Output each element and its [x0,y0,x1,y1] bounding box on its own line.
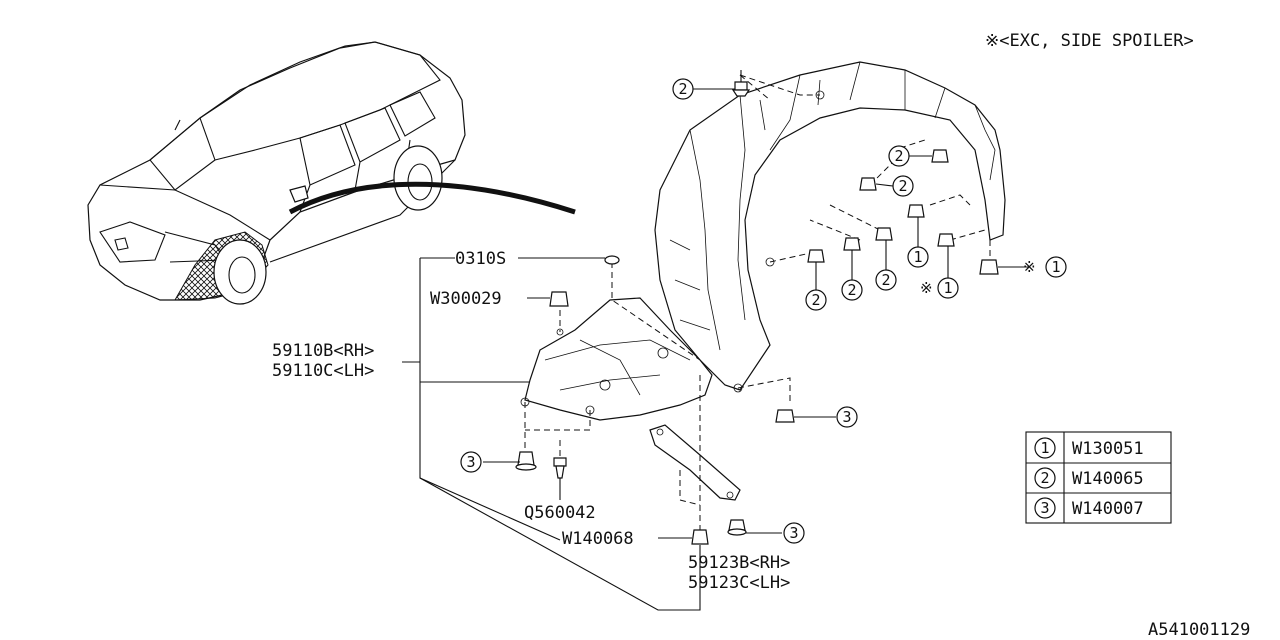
clip-1-b [937,233,955,247]
svg-text:2: 2 [894,147,903,165]
washer-0310s [604,255,620,265]
legend-row-2: 2 W140065 [1034,467,1144,489]
svg-text:1: 1 [943,279,952,297]
clip-top [731,70,751,97]
bolt-3-left [515,451,537,471]
callout-2-top: 2 [672,78,694,100]
svg-text:※: ※ [920,279,933,297]
svg-text:2: 2 [898,177,907,195]
nut-w300029 [549,291,569,307]
callout-1-c-note: ※ 1 [1023,256,1067,278]
vehicle-illustration [87,41,466,305]
clip-1-c [979,259,999,275]
clip-2-c [875,227,893,241]
callout-2-a: 2 [805,289,827,311]
label-59110c: 59110C<LH> [272,361,374,381]
svg-text:2: 2 [1040,469,1049,487]
svg-text:3: 3 [466,453,475,471]
legend-row-3: 3 W140007 [1034,497,1144,519]
label-w300029: W300029 [430,289,502,309]
fasteners [515,70,999,545]
label-w140068: W140068 [562,529,634,549]
label-59110b: 59110B<RH> [272,341,374,361]
part-labels: ※<EXC, SIDE SPOILER> 0310S W300029 59110… [272,31,1250,640]
svg-text:W140007: W140007 [1072,499,1144,519]
callout-3-bracket: 3 [783,522,805,544]
callout-1-b-note: ※ 1 [920,277,959,299]
fender-liner [654,61,1006,393]
callout-2-c: 2 [875,269,897,291]
diagram-code: A541001129 [1148,620,1250,640]
callout-circles: 2 2 2 2 2 2 1 ※ 1 [460,78,1067,544]
clip-2-e [931,149,949,163]
label-q560042: Q560042 [524,503,596,523]
svg-text:2: 2 [678,80,687,98]
svg-text:3: 3 [842,408,851,426]
clip-1-a [907,204,925,218]
bolt-3-liner [775,409,795,423]
dashed-leaders [524,74,991,530]
under-cover [520,297,713,421]
svg-text:※: ※ [1023,258,1036,276]
bolt-3-bracket [727,519,747,536]
svg-text:2: 2 [811,291,820,309]
reference-arrow-curve [288,181,576,215]
clip-2-a [807,249,825,263]
note-text: ※<EXC, SIDE SPOILER> [985,31,1194,51]
label-59123b: 59123B<RH> [688,553,790,573]
label-59123c: 59123C<LH> [688,573,790,593]
callout-2-d: 2 [892,175,914,197]
svg-text:1: 1 [1040,439,1049,457]
label-0310s: 0310S [455,249,506,269]
svg-text:W140065: W140065 [1072,469,1144,489]
svg-text:W130051: W130051 [1072,439,1144,459]
bracket [649,424,741,501]
screw-q560042 [553,457,567,479]
legend-row-1: 1 W130051 [1034,437,1144,459]
svg-text:1: 1 [913,248,922,266]
svg-text:2: 2 [847,281,856,299]
callout-2-e: 2 [888,145,910,167]
callout-leaders [402,88,1030,611]
svg-text:3: 3 [1040,499,1049,517]
callout-2-b: 2 [841,279,863,301]
clip-2-b [843,237,861,251]
svg-text:3: 3 [789,524,798,542]
callout-3-liner: 3 [836,406,858,428]
svg-text:1: 1 [1051,258,1060,276]
clip-2-d [859,177,877,191]
callout-1-a: 1 [907,246,929,268]
legend-table: 1 W130051 2 W140065 3 W140007 [1025,431,1172,524]
nut-w140068 [691,529,709,545]
callout-3-left: 3 [460,451,482,473]
svg-text:2: 2 [881,271,890,289]
